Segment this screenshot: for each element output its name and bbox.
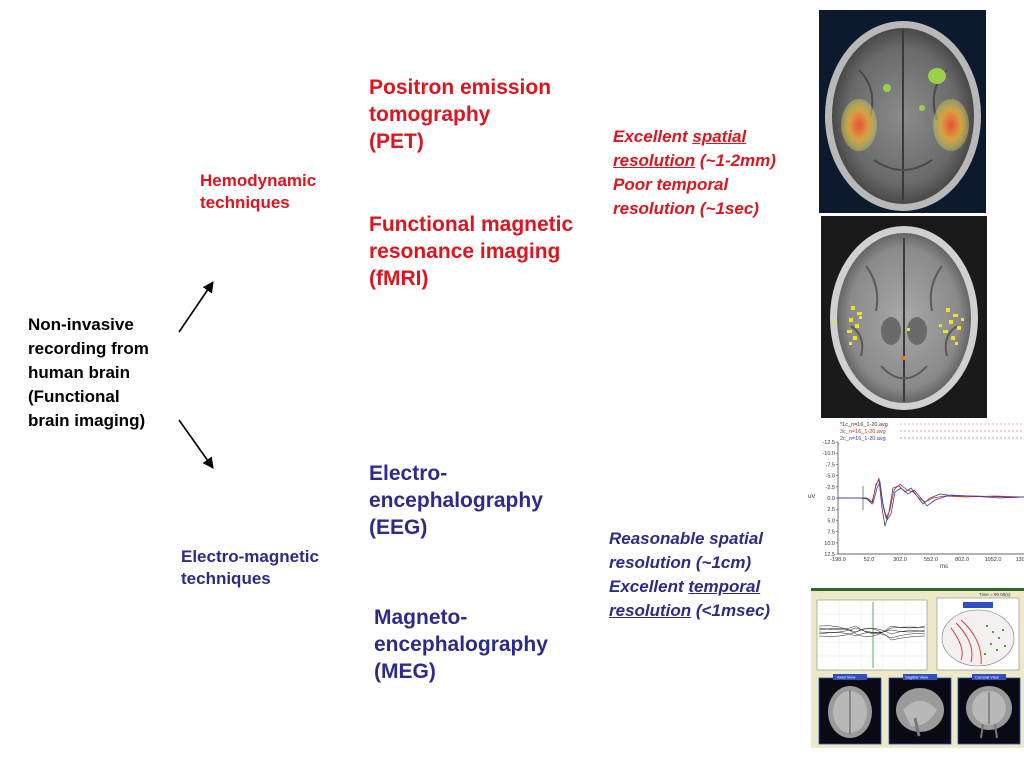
hemodynamic-resolution-note: Excellent spatial resolution (~1-2mm) Po… — [613, 127, 776, 218]
pet-brain-scan — [819, 10, 986, 213]
fmri-brain-scan — [821, 216, 987, 418]
y-tick-label: 10.0 — [824, 541, 835, 547]
x-tick-label: 802.0 — [955, 557, 969, 563]
meg-software-panel: Time = 90.00(s) Axial View Sagittal View… — [811, 588, 1024, 748]
branch-arrows — [178, 281, 214, 469]
legend-entry-3: 2c_n=16_1-20.avg — [840, 436, 886, 442]
y-unit: uV — [808, 494, 815, 500]
y-tick-label: 12.5 — [824, 552, 835, 558]
y-tick-label: -10.0 — [822, 451, 835, 457]
y-tick-label: -12.5 — [822, 440, 835, 446]
x-tick-label: 302.0 — [893, 557, 907, 563]
y-ticks: -12.5 -10.0 -7.5 -5.0 -2.5 0.0 2.5 5.0 7.5 10.0 12… — [822, 440, 838, 558]
view-axial: Axial View — [837, 675, 855, 680]
eeg-erp-plot: *1c_n=16_1-20.avg 3c_n=16_1-20.avg 2c_n=… — [805, 418, 1024, 578]
erp-trace-3 — [838, 480, 1024, 521]
arrow-up — [178, 281, 214, 333]
legend-entry-1: *1c_n=16_1-20.avg — [840, 422, 888, 428]
meg-label: Magneto- encephalography (MEG) — [374, 606, 548, 683]
x-tick-label: 1052.0 — [985, 557, 1002, 563]
y-tick-label: 0.0 — [827, 496, 835, 502]
legend-entry-2: 3c_n=16_1-20.avg — [840, 429, 886, 435]
hemodynamic-label: Hemodynamic techniques — [200, 171, 317, 212]
arrow-down — [178, 419, 214, 469]
y-tick-label: 7.5 — [827, 530, 835, 536]
x-tick-label: -198.0 — [830, 557, 846, 563]
y-tick-label: 2.5 — [827, 507, 835, 513]
meg-time-readout: Time = 90.00(s) — [979, 592, 1011, 597]
y-tick-label: -7.5 — [826, 462, 835, 468]
electromagnetic-label: Electro-magnetic techniques — [181, 547, 319, 588]
y-tick-label: -2.5 — [826, 485, 835, 491]
pet-label: Positron emission tomography (PET) — [369, 76, 552, 153]
y-tick-label: 5.0 — [827, 518, 835, 524]
x-unit: ms — [940, 564, 948, 570]
x-tick-label: 1302.0 — [1016, 557, 1024, 563]
x-tick-label: 52.0 — [864, 557, 875, 563]
view-sagittal: Sagittal View — [905, 675, 928, 680]
y-tick-label: -5.0 — [826, 474, 835, 480]
erp-trace-2 — [838, 477, 1024, 520]
root-label: Non-invasive recording from human brain … — [28, 315, 149, 430]
electromagnetic-resolution-note: Reasonable spatial resolution (~1cm) Exc… — [609, 529, 771, 620]
x-tick-label: 552.0 — [924, 557, 938, 563]
x-ticks: -198.0 52.0 302.0 552.0 802.0 1052.0 1302.0 — [830, 557, 1024, 563]
eeg-label: Electro- encephalography (EEG) — [369, 462, 543, 539]
fmri-label: Functional magnetic resonance imaging (f… — [369, 213, 574, 290]
view-coronal: Coronal View — [975, 675, 999, 680]
